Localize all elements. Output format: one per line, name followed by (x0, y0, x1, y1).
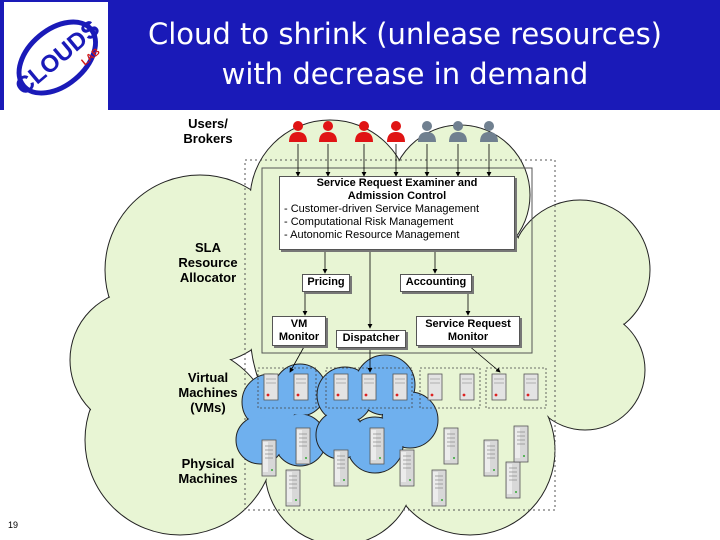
dispatcher-box: Dispatcher (336, 330, 406, 348)
examiner-item: - Autonomic Resource Management (284, 229, 460, 241)
clouds-lab-logo: CLOUDS LAB (4, 2, 108, 110)
user-icons (289, 121, 498, 142)
allocator-inner-boundary (261, 167, 533, 354)
vm-monitor-box: VM Monitor (272, 316, 326, 346)
examiner-title-2: Admission Control (347, 190, 447, 202)
title-line-1: Cloud to shrink (unlease resources) (147, 17, 662, 51)
flow-arrows (289, 250, 501, 373)
slide-number: 19 (8, 520, 19, 530)
pricing-box: Pricing (302, 274, 350, 292)
title-line-2: with decrease in demand (221, 57, 589, 91)
examiner-item: - Customer-driven Service Management (284, 203, 480, 215)
virtual-machines-label: Virtual Machines (VMs) (178, 370, 238, 415)
diagram-stage: Users/ Brokers SLA Resource Allocator Vi… (0, 110, 720, 540)
users-brokers-label: Users/ Brokers (183, 116, 233, 146)
examiner-item: - Computational Risk Management (284, 216, 454, 228)
slide-title: Cloud to shrink (unlease resources) with… (110, 14, 700, 94)
service-request-examiner-box: Service Request Examiner and Admission C… (279, 176, 515, 250)
slide-header: CLOUDS LAB Cloud to shrink (unlease reso… (0, 0, 720, 110)
vm-row (263, 373, 539, 401)
user-arrows (295, 144, 492, 177)
examiner-title-1: Service Request Examiner and (316, 177, 478, 189)
physical-machines-label: Physical Machines (178, 456, 238, 486)
allocator-boundary (244, 159, 556, 511)
service-request-monitor-box: Service Request Monitor (416, 316, 520, 346)
sla-allocator-label: SLA Resource Allocator (178, 240, 238, 285)
accounting-box: Accounting (400, 274, 472, 292)
diagram-graphics (69, 119, 651, 540)
